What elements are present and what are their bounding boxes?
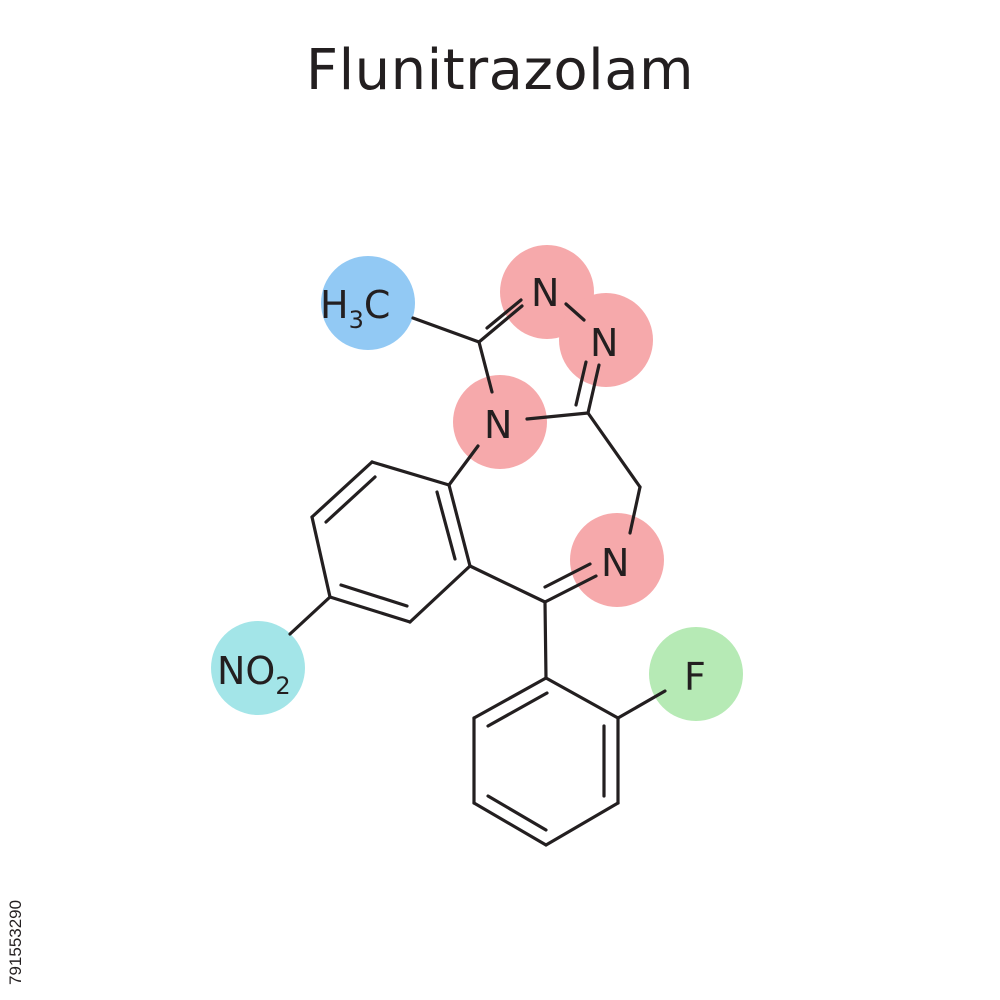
bond-c1-n-top <box>477 304 524 344</box>
methyl-label: H3C <box>320 283 390 334</box>
n-imine-highlight <box>570 513 664 607</box>
n-bridge-label: N <box>484 403 512 447</box>
bond-c3-ch2 <box>586 411 642 489</box>
bond-benz-3 <box>310 515 332 599</box>
atom-labels: H3C N N N N NO2 F <box>217 271 706 700</box>
n-triazole-right-highlight <box>559 293 653 387</box>
bonds <box>288 298 667 847</box>
bond-c3-n-bridge <box>525 411 590 421</box>
bond-methyl-c1 <box>411 316 481 344</box>
bond-c5-benz <box>468 564 547 604</box>
nitro-label: NO2 <box>217 649 291 700</box>
bond-c1-n-bridge <box>477 340 494 394</box>
bond-ph-3 <box>472 801 548 847</box>
bond-c1-n-top-double <box>485 298 523 330</box>
bond-n-imine-c5 <box>543 574 598 604</box>
n-triazole-right-label: N <box>590 321 618 365</box>
stock-id-text: 791553290 <box>6 899 25 985</box>
bond-ch2-n-imine <box>628 485 642 535</box>
fluorine-highlight <box>649 627 743 721</box>
bond-ph-1-double <box>486 691 549 728</box>
methyl-highlight <box>321 256 415 350</box>
bond-benz-4-double <box>339 583 409 608</box>
fluorine-label: F <box>684 655 706 699</box>
bond-n-right-c3-double <box>574 360 588 407</box>
n-imine-label: N <box>601 541 629 585</box>
bond-benz-2 <box>310 460 374 519</box>
bond-benz-2-double <box>324 475 377 524</box>
bond-ph-3-double <box>486 794 548 832</box>
bond-c5-phenyl <box>543 600 548 680</box>
bond-ph-4 <box>544 801 620 847</box>
bond-ph-1 <box>472 676 548 720</box>
bond-benz-6-double <box>435 490 457 561</box>
bond-benz-4 <box>328 595 412 624</box>
n-triazole-top-label: N <box>531 271 559 315</box>
bond-phenyl-f <box>616 689 667 720</box>
bond-n-top-n-right <box>564 302 586 322</box>
bond-ph-6 <box>544 676 620 720</box>
bond-benz-5 <box>408 564 472 624</box>
nitro-highlight <box>211 621 305 715</box>
bond-n-bridge-benz <box>447 444 480 487</box>
bond-n-imine-c5-double <box>543 562 592 589</box>
bond-benz-6 <box>447 483 472 568</box>
bond-benz-1 <box>370 460 451 487</box>
bond-n-right-c3 <box>586 363 601 415</box>
atom-highlights <box>211 245 743 721</box>
page-title: Flunitrazolam <box>305 38 695 103</box>
bond-benz-nitro <box>288 595 332 636</box>
